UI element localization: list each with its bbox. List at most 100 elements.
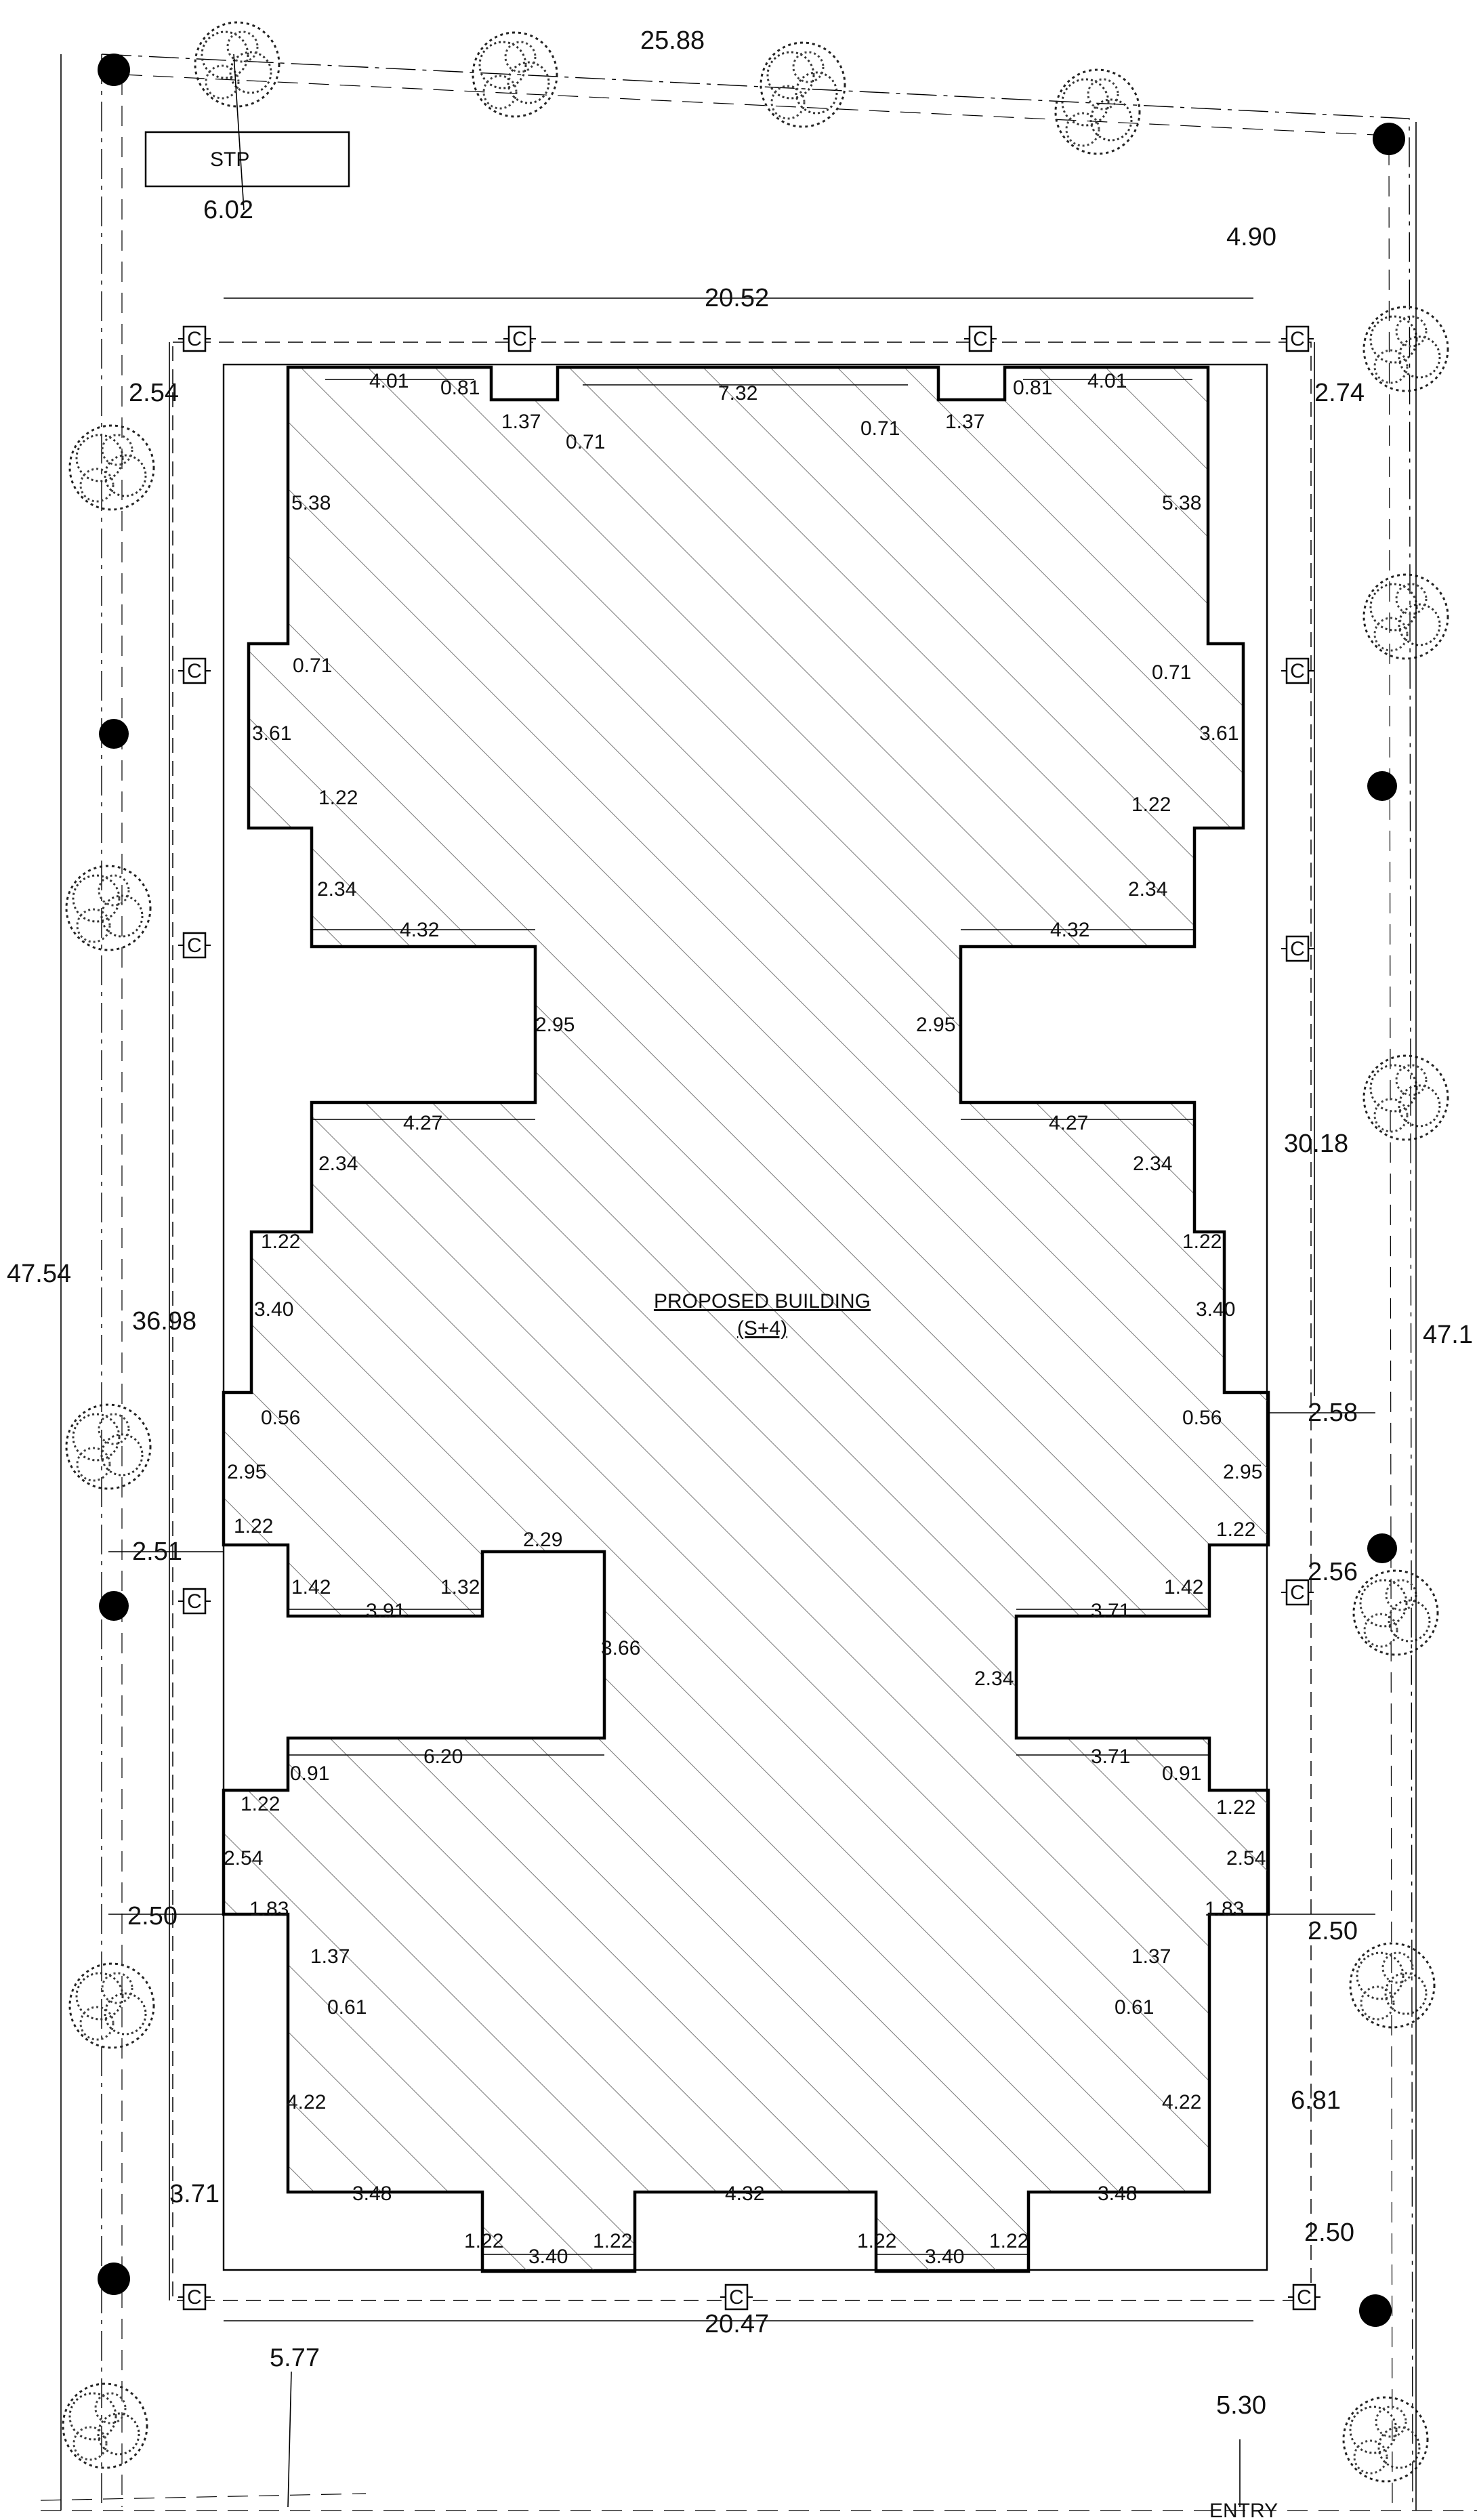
dimension-label: 1.22 bbox=[1182, 1231, 1222, 1253]
column-marker: C bbox=[1280, 325, 1315, 352]
svg-text:C: C bbox=[973, 328, 988, 350]
dimension-label: 1.22 bbox=[241, 1793, 280, 1815]
dimension-label: 2.34 bbox=[317, 878, 356, 901]
dimension-label: 0.71 bbox=[293, 655, 332, 677]
dimension-label: 0.91 bbox=[290, 1762, 329, 1785]
dimension-label: 0.71 bbox=[566, 431, 605, 453]
svg-text:C: C bbox=[1290, 328, 1305, 350]
dimension-label: 2.95 bbox=[227, 1461, 266, 1483]
svg-text:C: C bbox=[1290, 660, 1305, 682]
dimension-label: 3.71 bbox=[169, 2180, 220, 2208]
dimension-label: 36.98 bbox=[132, 1307, 196, 1336]
dimension-lines bbox=[60, 54, 1417, 2511]
dimension-label: 2.54 bbox=[1226, 1847, 1266, 1870]
dimension-label: 1.22 bbox=[1131, 793, 1171, 816]
dimension-label: 4.90 bbox=[1226, 223, 1276, 251]
dimension-label: 5.77 bbox=[270, 2344, 320, 2372]
dimension-label: 4.22 bbox=[1162, 2091, 1201, 2113]
column-marker: C bbox=[177, 1588, 212, 1615]
dimension-label: 1.42 bbox=[291, 1576, 331, 1598]
svg-text:C: C bbox=[1297, 2286, 1312, 2309]
dimension-label: 47.54 bbox=[7, 1260, 71, 1288]
dimension-label: 3.40 bbox=[528, 2246, 568, 2268]
dimension-label: 4.32 bbox=[1050, 919, 1089, 941]
dimension-label: 2.34 bbox=[974, 1668, 1014, 1690]
building-floors: (S+4) bbox=[737, 1317, 787, 1340]
column-marker: C bbox=[963, 325, 998, 352]
dimension-label: 3.61 bbox=[1199, 722, 1239, 745]
dimension-label: 3.40 bbox=[925, 2246, 964, 2268]
dimension-label: 7.32 bbox=[718, 382, 757, 405]
svg-text:C: C bbox=[187, 2286, 202, 2309]
dimension-label: 3.66 bbox=[601, 1637, 640, 1659]
stp-label: STP bbox=[210, 148, 249, 171]
plinth-outline bbox=[222, 363, 1268, 2271]
tree-icon bbox=[65, 1403, 152, 1490]
svg-text:C: C bbox=[1290, 1582, 1305, 1604]
dimension-label: 1.32 bbox=[440, 1576, 480, 1598]
column-marker: C bbox=[177, 932, 212, 959]
dimension-label: 2.34 bbox=[1128, 878, 1167, 901]
svg-text:C: C bbox=[187, 1590, 202, 1613]
column-marker: C bbox=[719, 2284, 754, 2311]
dimension-label: 4.32 bbox=[400, 919, 439, 941]
column-marker: C bbox=[177, 657, 212, 684]
tree-icon bbox=[1352, 1569, 1439, 1656]
dimension-label: 0.56 bbox=[261, 1407, 300, 1429]
tree-icon bbox=[65, 865, 152, 951]
dimension-label: 3.48 bbox=[1098, 2183, 1137, 2205]
dimension-label: 25.88 bbox=[640, 26, 705, 55]
dimension-label: 3.91 bbox=[366, 1600, 405, 1622]
dimension-label: 3.40 bbox=[254, 1298, 293, 1321]
dimension-label: 2.95 bbox=[1223, 1461, 1262, 1483]
dimension-label: 3.48 bbox=[352, 2183, 392, 2205]
dimension-label: 1.37 bbox=[501, 411, 541, 433]
dimension-label: 1.22 bbox=[1216, 1519, 1255, 1541]
dimension-label: 4.22 bbox=[287, 2091, 326, 2113]
column-marker: C bbox=[1287, 2284, 1322, 2311]
dimension-label: 0.61 bbox=[327, 1996, 367, 2019]
column-marker: C bbox=[177, 325, 212, 352]
dimension-label: 1.22 bbox=[261, 1231, 300, 1253]
building-name: PROPOSED BUILDING bbox=[654, 1290, 871, 1313]
dimension-label: 1.22 bbox=[234, 1515, 273, 1537]
dimension-label: 3.71 bbox=[1091, 1746, 1130, 1768]
dimension-label: 2.50 bbox=[127, 1902, 178, 1930]
dimension-label: 6.02 bbox=[203, 196, 253, 224]
dimension-label: 0.56 bbox=[1182, 1407, 1222, 1429]
dimension-label: 1.83 bbox=[249, 1898, 289, 1920]
dimension-label: 2.50 bbox=[1308, 1917, 1358, 1945]
column-markers: C C C C C C C C C C C C C bbox=[177, 325, 1322, 2311]
dimension-label: 0.81 bbox=[440, 377, 480, 399]
dimension-label: 2.34 bbox=[1133, 1153, 1172, 1175]
dimension-label: 4.01 bbox=[1087, 370, 1127, 392]
dimension-label: 3.71 bbox=[1091, 1600, 1130, 1622]
dimension-label: 2.95 bbox=[916, 1014, 955, 1036]
dimension-label: 1.22 bbox=[464, 2230, 503, 2252]
dimension-label: 47.1 bbox=[1423, 1321, 1473, 1349]
plot-boundary bbox=[40, 54, 1477, 2511]
dimension-label: 0.71 bbox=[860, 417, 900, 440]
column-marker: C bbox=[1280, 935, 1315, 962]
svg-text:C: C bbox=[187, 328, 202, 350]
dimension-label: 5.38 bbox=[291, 492, 331, 514]
dimension-label: 1.22 bbox=[857, 2230, 896, 2252]
svg-text:C: C bbox=[512, 328, 527, 350]
dimension-label: 20.52 bbox=[705, 284, 769, 312]
stp-box: STP bbox=[144, 131, 350, 188]
dimension-label: 2.74 bbox=[1314, 379, 1365, 407]
svg-text:C: C bbox=[1290, 938, 1305, 960]
dimension-label: 2.95 bbox=[535, 1014, 575, 1036]
dimension-label: 1.37 bbox=[1131, 1945, 1171, 1968]
dimension-label: 5.38 bbox=[1162, 492, 1201, 514]
dimension-label: 30.18 bbox=[1284, 1130, 1348, 1158]
svg-text:C: C bbox=[187, 660, 202, 682]
dimension-label: 1.42 bbox=[1164, 1576, 1203, 1598]
dimension-label: 2.54 bbox=[129, 379, 179, 407]
dimension-label: 1.37 bbox=[945, 411, 984, 433]
tree-icon bbox=[760, 41, 846, 128]
dimension-label: 1.22 bbox=[989, 2230, 1028, 2252]
svg-text:C: C bbox=[729, 2286, 744, 2309]
tree-icon bbox=[1054, 68, 1141, 155]
